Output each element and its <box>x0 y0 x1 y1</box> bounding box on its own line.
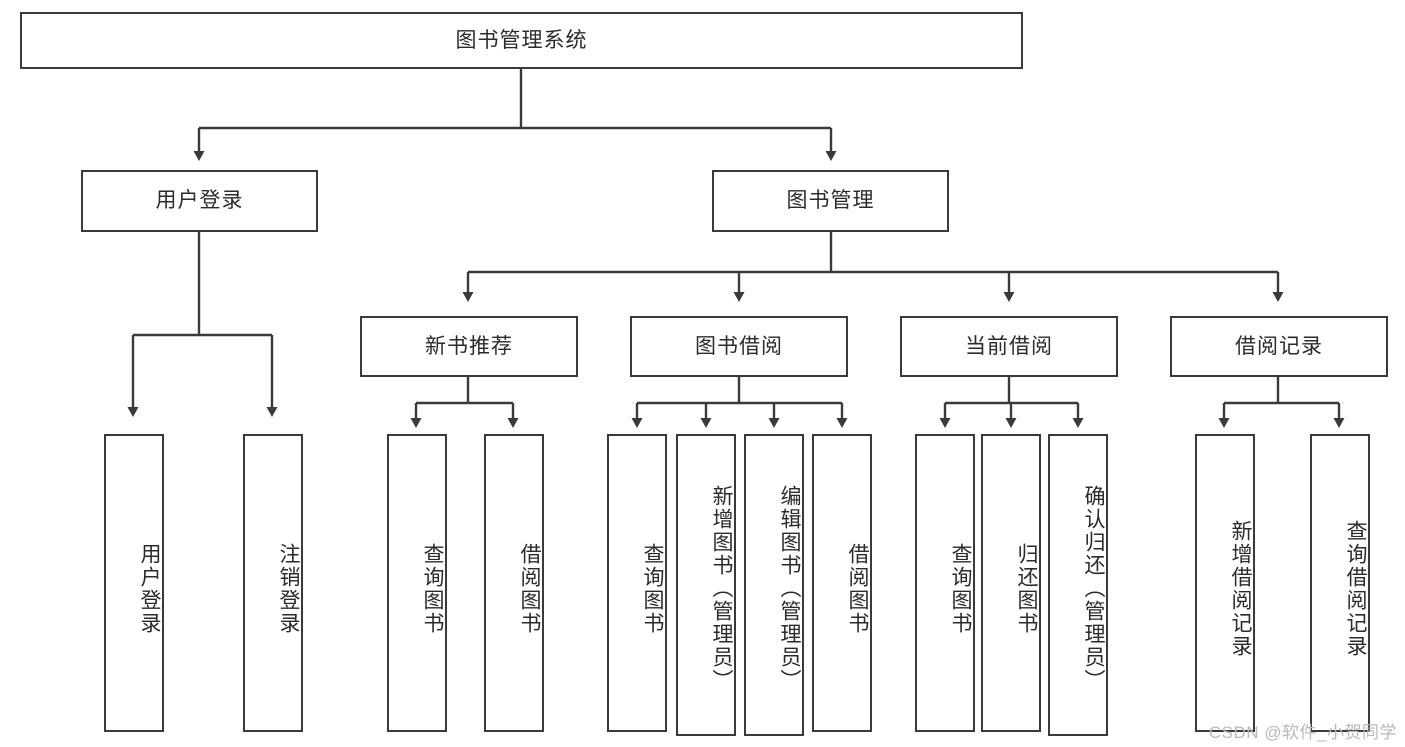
node-root-book-management-system[interactable]: 图书管理系统 <box>20 12 1023 69</box>
node-label: 当前借阅 <box>965 334 1053 358</box>
node-label: 编辑图书（管理员） <box>778 484 801 692</box>
node-label: 用户登录 <box>155 189 244 213</box>
leaf-book-borrow-add-book-admin[interactable]: 新增图书（管理员） <box>676 434 736 736</box>
leaf-book-borrow-borrow-books[interactable]: 借阅图书 <box>812 434 872 732</box>
node-label: 新书推荐 <box>425 334 513 358</box>
node-label: 新增借阅记录 <box>1229 520 1252 658</box>
node-label: 确认归还（管理员） <box>1082 484 1105 692</box>
watermark-text: CSDN @软件_小贺同学 <box>1208 723 1397 742</box>
leaf-current-borrow-confirm-return-admin[interactable]: 确认归还（管理员） <box>1048 434 1108 736</box>
node-label: 借阅记录 <box>1235 334 1323 358</box>
leaf-user-login-login[interactable]: 用户登录 <box>104 434 164 732</box>
leaf-book-borrow-query-books[interactable]: 查询图书 <box>607 434 667 732</box>
leaf-book-borrow-edit-book-admin[interactable]: 编辑图书（管理员） <box>744 434 804 736</box>
node-label: 查询图书 <box>949 543 972 635</box>
node-label: 图书管理 <box>786 189 875 213</box>
node-label: 新增图书（管理员） <box>710 484 733 692</box>
leaf-borrow-record-query-record[interactable]: 查询借阅记录 <box>1310 434 1370 732</box>
node-label: 查询借阅记录 <box>1344 520 1367 658</box>
leaf-user-login-logout[interactable]: 注销登录 <box>243 434 303 732</box>
node-user-login[interactable]: 用户登录 <box>81 170 318 232</box>
leaf-current-borrow-return-books[interactable]: 归还图书 <box>981 434 1041 732</box>
node-new-book-recommend[interactable]: 新书推荐 <box>360 316 578 377</box>
node-label: 借阅图书 <box>518 543 541 635</box>
leaf-new-book-query-books[interactable]: 查询图书 <box>387 434 447 732</box>
node-label: 图书管理系统 <box>455 28 588 52</box>
node-label: 归还图书 <box>1015 543 1038 635</box>
node-book-management[interactable]: 图书管理 <box>712 170 949 232</box>
node-label: 查询图书 <box>421 543 444 635</box>
leaf-new-book-borrow-books[interactable]: 借阅图书 <box>484 434 544 732</box>
leaf-borrow-record-add-record[interactable]: 新增借阅记录 <box>1195 434 1255 732</box>
node-borrow-record[interactable]: 借阅记录 <box>1170 316 1388 377</box>
node-label: 用户登录 <box>138 543 161 635</box>
node-label: 注销登录 <box>277 543 300 635</box>
node-current-borrow[interactable]: 当前借阅 <box>900 316 1118 377</box>
node-book-borrow[interactable]: 图书借阅 <box>630 316 848 377</box>
leaf-current-borrow-query-books[interactable]: 查询图书 <box>915 434 975 732</box>
node-label: 借阅图书 <box>846 543 869 635</box>
node-label: 查询图书 <box>641 543 664 635</box>
node-label: 图书借阅 <box>695 334 783 358</box>
